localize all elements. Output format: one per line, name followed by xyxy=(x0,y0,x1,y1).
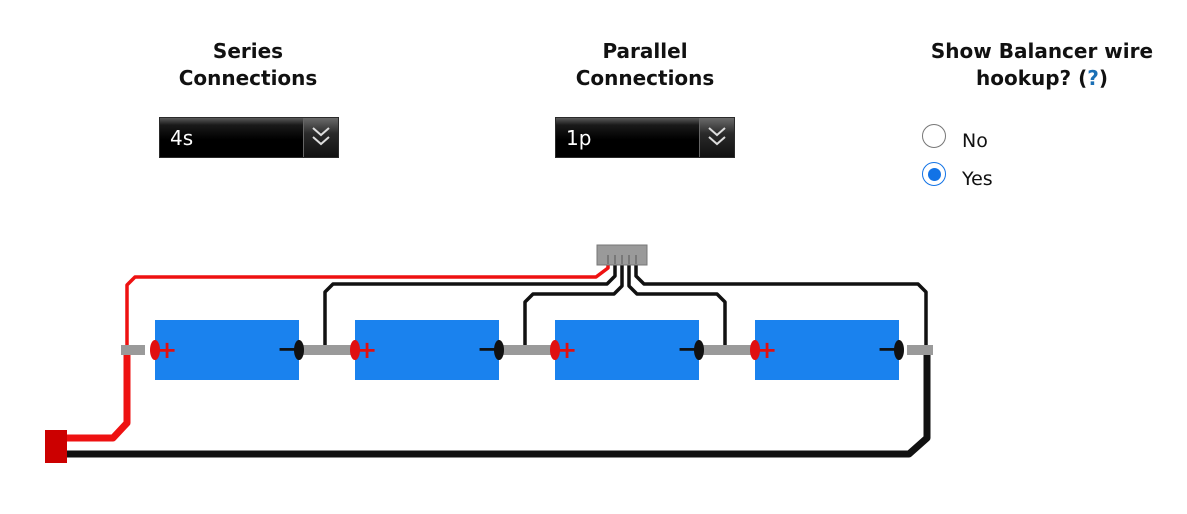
positive-terminal xyxy=(750,340,760,360)
parallel-connections-label: Parallel Connections xyxy=(575,39,715,90)
balance-wire-1 xyxy=(323,262,617,350)
chevron-down-icon[interactable] xyxy=(699,118,734,157)
pack-negative-tab xyxy=(907,345,933,355)
negative-symbol: − xyxy=(277,335,297,363)
radio-label-yes: Yes xyxy=(962,168,993,190)
main-negative-wire xyxy=(55,350,931,458)
series-connections-select[interactable]: 4s xyxy=(159,117,339,158)
radio-button-no[interactable] xyxy=(922,124,946,148)
positive-symbol: + xyxy=(757,336,777,364)
positive-terminal xyxy=(150,340,160,360)
parallel-selected-value: 1p xyxy=(566,126,592,150)
series-link xyxy=(701,345,753,355)
parallel-connections-select[interactable]: 1p xyxy=(555,117,735,158)
pack-positive-tab xyxy=(121,345,145,355)
positive-terminal xyxy=(550,340,560,360)
negative-symbol: − xyxy=(877,335,897,363)
battery-cell xyxy=(555,320,699,380)
balance-wire-2 xyxy=(523,262,624,350)
battery-cell xyxy=(755,320,899,380)
balance-wire-3 xyxy=(627,262,727,350)
negative-terminal xyxy=(894,340,904,360)
negative-terminal xyxy=(294,340,304,360)
main-positive-wire xyxy=(55,350,131,442)
series-link xyxy=(301,345,353,355)
radio-label-no: No xyxy=(962,130,988,152)
negative-terminal xyxy=(494,340,504,360)
balance-wire-4 xyxy=(634,262,928,350)
negative-terminal xyxy=(694,340,704,360)
series-connections-label: Series Connections xyxy=(178,39,318,90)
positive-terminal xyxy=(350,340,360,360)
battery-cell xyxy=(155,320,299,380)
chevron-down-icon[interactable] xyxy=(303,118,338,157)
balance-wire-positive xyxy=(125,262,610,350)
negative-symbol: − xyxy=(677,335,697,363)
main-power-connector xyxy=(45,430,67,463)
balancer-hookup-label: Show Balancer wire hookup? (?) xyxy=(930,39,1154,90)
help-link[interactable]: ? xyxy=(1087,66,1099,90)
battery-cell xyxy=(355,320,499,380)
positive-symbol: + xyxy=(157,336,177,364)
positive-symbol: + xyxy=(357,336,377,364)
positive-symbol: + xyxy=(557,336,577,364)
radio-button-yes[interactable] xyxy=(922,162,946,186)
series-selected-value: 4s xyxy=(170,126,194,150)
negative-symbol: − xyxy=(477,335,497,363)
series-link xyxy=(501,345,553,355)
